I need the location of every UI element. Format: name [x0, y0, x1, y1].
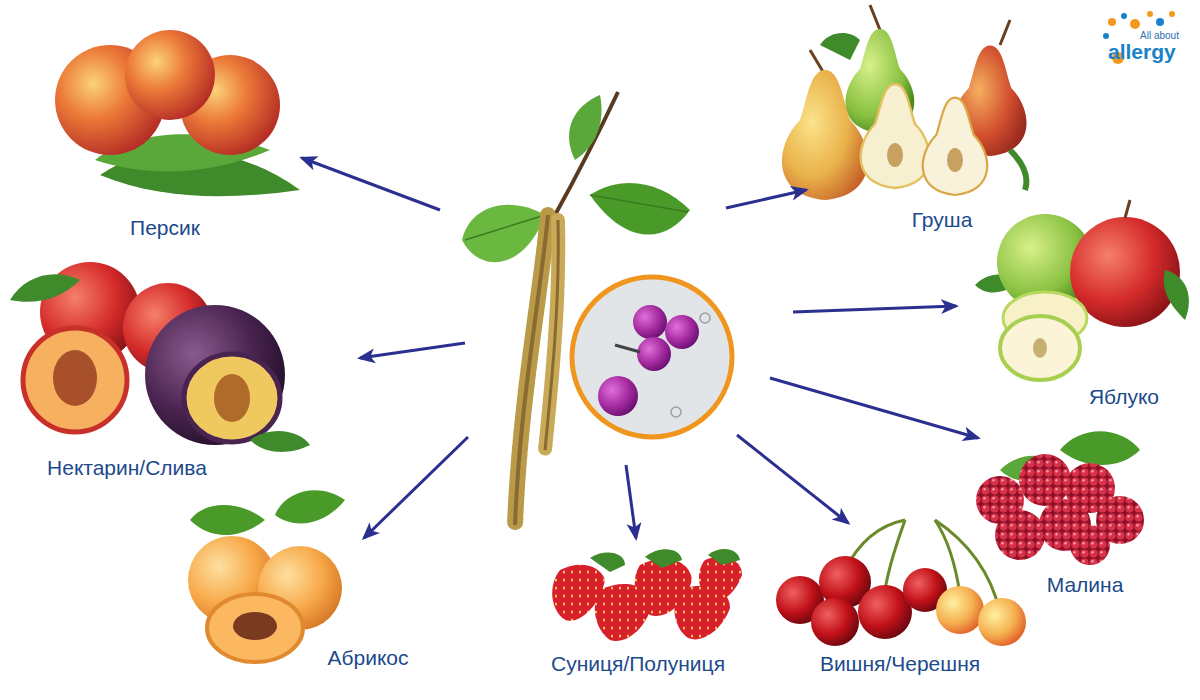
pear-illustration [782, 5, 1027, 200]
apricot-illustration [188, 490, 345, 662]
fruit-name: Персик [130, 215, 200, 240]
peach-illustration [55, 30, 300, 196]
pollen-micrograph [572, 277, 732, 437]
pointer-arrows [302, 158, 978, 538]
fruit-name: Груша [912, 207, 973, 232]
logo-word: allergy [1108, 40, 1176, 63]
fruit-label-box: Абрикос [323, 643, 412, 672]
fruit-label-box: Вишня/Черешня [816, 649, 984, 678]
logo-tagline: All about [1140, 30, 1179, 41]
apple-illustration [975, 200, 1189, 380]
fruit-label-box: Яблуко [1085, 382, 1163, 411]
fruit-name: Вишня/Черешня [820, 651, 980, 676]
fruit-label-box: Персик [126, 213, 204, 242]
fruit-name: Суниця/Полуниця [551, 651, 725, 676]
fruit-label-box: Суниця/Полуниця [547, 649, 729, 678]
fruit-name: Малина [1047, 572, 1124, 597]
fruit-name: Нектарин/Слива [47, 455, 207, 480]
fruit-label-box: Нектарин/Слива [43, 453, 211, 482]
fruit-label-box: Малина [1043, 570, 1128, 599]
strawberry-illustration [552, 549, 742, 641]
cherry-illustration [776, 520, 1026, 646]
fruit-name: Абрикос [327, 645, 408, 670]
nectarine-plum-illustration [10, 262, 310, 452]
fruit-label-box: Груша [908, 205, 977, 234]
raspberry-illustration [976, 431, 1144, 565]
fruit-name: Яблуко [1089, 384, 1159, 409]
birch-catkin-illustration [462, 92, 690, 525]
